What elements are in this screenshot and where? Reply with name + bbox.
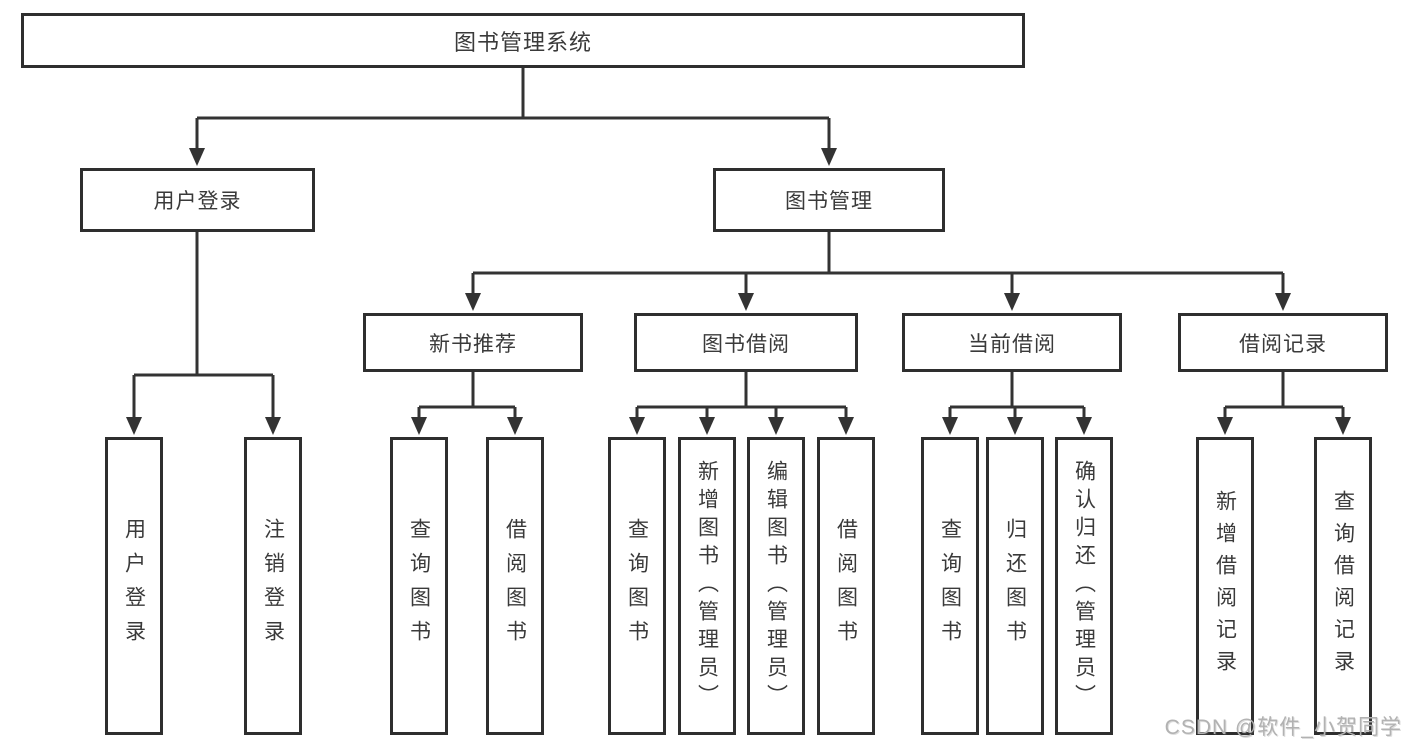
- connector-bookmgmt-to-level3: [471, 232, 1285, 295]
- node-book-borrowing: 图书借阅: [634, 313, 858, 372]
- connector-userlogin-to-leaves: [132, 232, 275, 419]
- csdn-watermark: CSDN @软件_小贺同学: [1164, 716, 1402, 739]
- node-query-borrow-record-label: 查询借阅记录: [1331, 490, 1355, 682]
- node-logout: 注销登录: [244, 437, 302, 735]
- node-borrowing-records-label: 借阅记录: [1239, 332, 1327, 356]
- node-new-book-recommend-label: 新书推荐: [429, 332, 517, 356]
- node-library-system-label: 图书管理系统: [453, 29, 592, 55]
- node-borrow-books-recommend: 借阅图书: [486, 437, 544, 735]
- node-add-borrow-record-label: 新增借阅记录: [1213, 490, 1237, 682]
- arrowheads: [126, 148, 1351, 435]
- node-library-system: 图书管理系统: [21, 13, 1025, 68]
- node-return-books-label: 归还图书: [1003, 518, 1027, 654]
- connector-curborrow-to-leaves: [948, 372, 1086, 419]
- node-add-borrow-record: 新增借阅记录: [1196, 437, 1254, 735]
- node-edit-books-admin-label: 编辑图书（管理员）: [764, 460, 788, 712]
- node-add-books-admin: 新增图书（管理员）: [678, 437, 736, 735]
- connector-bookborrow-to-leaves: [635, 372, 848, 419]
- node-user-login: 用户登录: [80, 168, 315, 232]
- node-query-books-recommend: 查询图书: [390, 437, 448, 735]
- node-query-books-current: 查询图书: [921, 437, 979, 735]
- node-book-borrowing-label: 图书借阅: [702, 332, 790, 356]
- node-borrow-books: 借阅图书: [817, 437, 875, 735]
- node-current-borrowing-label: 当前借阅: [968, 332, 1056, 356]
- node-query-books-borrow-label: 查询图书: [625, 518, 649, 654]
- node-confirm-return-admin-label: 确认归还（管理员）: [1072, 460, 1096, 712]
- node-logout-label: 注销登录: [261, 518, 285, 654]
- node-borrowing-records: 借阅记录: [1178, 313, 1388, 372]
- connector-newbooks-to-leaves: [417, 372, 517, 419]
- node-user-login-leaf-label: 用户登录: [122, 518, 146, 654]
- node-user-login-leaf: 用户登录: [105, 437, 163, 735]
- node-borrow-books-recommend-label: 借阅图书: [503, 518, 527, 654]
- node-new-book-recommend: 新书推荐: [363, 313, 583, 372]
- node-borrow-books-label: 借阅图书: [834, 518, 858, 654]
- node-current-borrowing: 当前借阅: [902, 313, 1122, 372]
- node-query-borrow-record: 查询借阅记录: [1314, 437, 1372, 735]
- node-query-books-recommend-label: 查询图书: [407, 518, 431, 654]
- node-confirm-return-admin: 确认归还（管理员）: [1055, 437, 1113, 735]
- node-user-login-label: 用户登录: [153, 190, 242, 213]
- node-query-books-current-label: 查询图书: [938, 518, 962, 654]
- connector-root-to-level2: [195, 68, 831, 150]
- node-return-books: 归还图书: [986, 437, 1044, 735]
- node-query-books-borrow: 查询图书: [608, 437, 666, 735]
- node-book-management-label: 图书管理: [785, 190, 873, 213]
- node-add-books-admin-label: 新增图书（管理员）: [695, 460, 719, 712]
- node-book-management: 图书管理: [713, 168, 945, 232]
- node-edit-books-admin: 编辑图书（管理员）: [747, 437, 805, 735]
- connector-records-to-leaves: [1223, 372, 1345, 419]
